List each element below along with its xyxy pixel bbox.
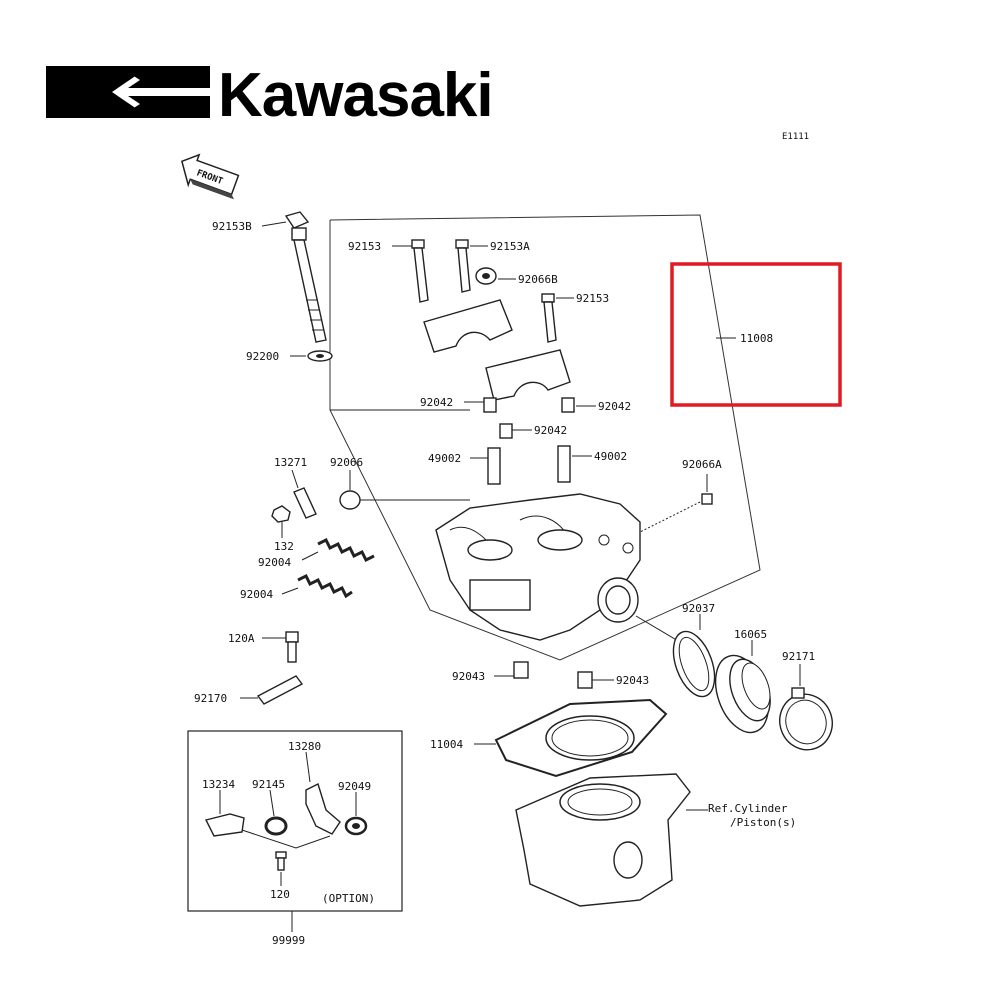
label-49002-left: 49002 <box>428 452 461 465</box>
option-box <box>187 730 403 912</box>
oring-92037 <box>672 630 716 698</box>
highlight-box-11008[interactable] <box>670 262 842 407</box>
label-92170: 92170 <box>194 692 227 705</box>
front-arrow-icon: FRONT <box>180 153 240 200</box>
label-92171: 92171 <box>782 650 815 663</box>
part-13271 <box>293 487 317 519</box>
plate-92170 <box>256 675 304 705</box>
dowel-92043-left <box>513 661 529 679</box>
dowel-92043-right <box>577 671 593 689</box>
label-92153b: 92153B <box>212 220 252 233</box>
label-132: 132 <box>274 540 294 553</box>
seal-92066b <box>475 267 497 285</box>
label-92066: 92066 <box>330 456 363 469</box>
label-92043-left: 92043 <box>452 670 485 683</box>
label-120: 120 <box>270 888 290 901</box>
bolt-120 <box>275 851 287 871</box>
bolt-120a <box>285 631 299 663</box>
leader-92004-a <box>301 551 319 561</box>
label-92153-top: 92153 <box>348 240 381 253</box>
label-92042-left: 92042 <box>420 396 453 409</box>
guide-49002-right <box>557 445 571 483</box>
label-13271: 13271 <box>274 456 307 469</box>
spring-92004-b <box>297 573 353 599</box>
nut-132 <box>271 505 291 523</box>
leader-13271 <box>291 469 299 489</box>
leader-92066a-dash <box>639 501 701 533</box>
ref-cylinder-line1: Ref.Cylinder <box>708 802 788 815</box>
cylinder-reference <box>515 773 691 907</box>
gasket-11004 <box>494 698 668 778</box>
brand-logo: Kawasaki <box>46 61 494 130</box>
option-label: (OPTION) <box>322 892 375 905</box>
oring-92049 <box>344 816 368 836</box>
shaft-13234 <box>204 813 245 837</box>
bolt-92153-mid <box>541 293 557 343</box>
figure-code: E1111 <box>782 132 809 142</box>
label-92200: 92200 <box>246 350 279 363</box>
label-11008: 11008 <box>740 332 773 345</box>
bolt-92153a <box>455 239 471 293</box>
label-92042-center: 92042 <box>534 424 567 437</box>
label-92145: 92145 <box>252 778 285 791</box>
cam-cap-upper <box>423 299 513 353</box>
label-92042-right: 92042 <box>598 400 631 413</box>
dowel-92042-center <box>499 423 513 439</box>
spring-92004-a <box>317 537 375 563</box>
label-16065: 16065 <box>734 628 767 641</box>
guide-49002-left <box>487 447 501 485</box>
label-92037: 92037 <box>682 602 715 615</box>
ref-cylinder-line2: /Piston(s) <box>730 816 796 829</box>
label-92049: 92049 <box>338 780 371 793</box>
leader-92004-b <box>281 587 299 595</box>
bolt-92153b <box>284 211 327 343</box>
seal-92145 <box>264 816 288 836</box>
label-92153a: 92153A <box>490 240 530 253</box>
cylinder-head <box>435 493 641 641</box>
brand-name: Kawasaki <box>218 61 493 130</box>
kawasaki-k-emblem-icon <box>46 66 210 118</box>
plug-92066a <box>701 493 713 505</box>
label-13234: 13234 <box>202 778 235 791</box>
label-99999: 99999 <box>272 934 305 947</box>
lever-13280 <box>305 783 341 835</box>
label-92004-a: 92004 <box>258 556 291 569</box>
dowel-92042-left <box>483 397 497 413</box>
label-13280: 13280 <box>288 740 321 753</box>
leader-13280 <box>305 751 311 783</box>
dowel-92042-right <box>561 397 575 413</box>
cap-92066 <box>339 490 361 510</box>
label-120a: 120A <box>228 632 255 645</box>
label-92153-mid: 92153 <box>576 292 609 305</box>
leader-92153b <box>261 221 287 227</box>
label-92066b: 92066B <box>518 273 558 286</box>
label-92004-b: 92004 <box>240 588 273 601</box>
label-92066a: 92066A <box>682 458 722 471</box>
holder-16065 <box>714 654 771 734</box>
option-link-lines <box>241 829 331 849</box>
washer-hole <box>316 354 324 358</box>
cam-cap-lower <box>485 349 571 401</box>
label-11004: 11004 <box>430 738 463 751</box>
clamp-92171 <box>779 687 833 751</box>
label-49002-right: 49002 <box>594 450 627 463</box>
leader-92145 <box>269 789 275 817</box>
bolt-92153-top <box>411 239 429 303</box>
label-92043-right: 92043 <box>616 674 649 687</box>
